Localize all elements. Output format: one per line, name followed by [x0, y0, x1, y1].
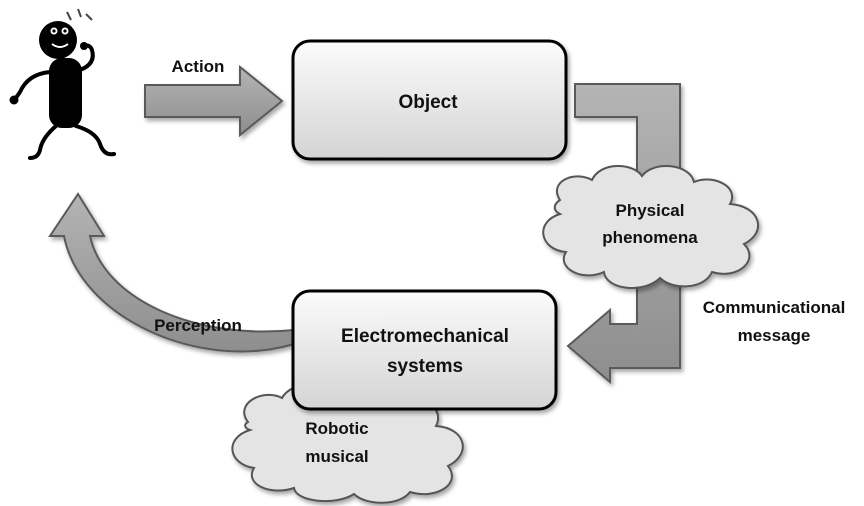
physical-label-line1: Physical: [616, 201, 685, 220]
robotic-label-line1: Robotic: [305, 419, 368, 438]
communicational-label-line1: Communicational: [703, 298, 846, 317]
electromechanical-box: [291, 289, 558, 411]
action-label: Action: [172, 57, 225, 76]
robotic-label-line2: musical: [305, 447, 368, 466]
electromechanical-label-line2: systems: [387, 356, 463, 377]
electromechanical-label-line1: Electromechanical: [341, 326, 509, 347]
communicational-label-line2: message: [738, 326, 811, 345]
communicational-arrow: [566, 83, 681, 385]
physical-phenomena-cloud: [542, 164, 760, 290]
person-figure-icon: [9, 8, 116, 160]
object-label: Object: [398, 92, 458, 113]
perception-label: Perception: [154, 316, 242, 335]
object-box: [291, 39, 568, 161]
action-arrow: [144, 64, 284, 138]
physical-label-line2: phenomena: [602, 228, 698, 247]
perception-arrow: [48, 192, 295, 353]
